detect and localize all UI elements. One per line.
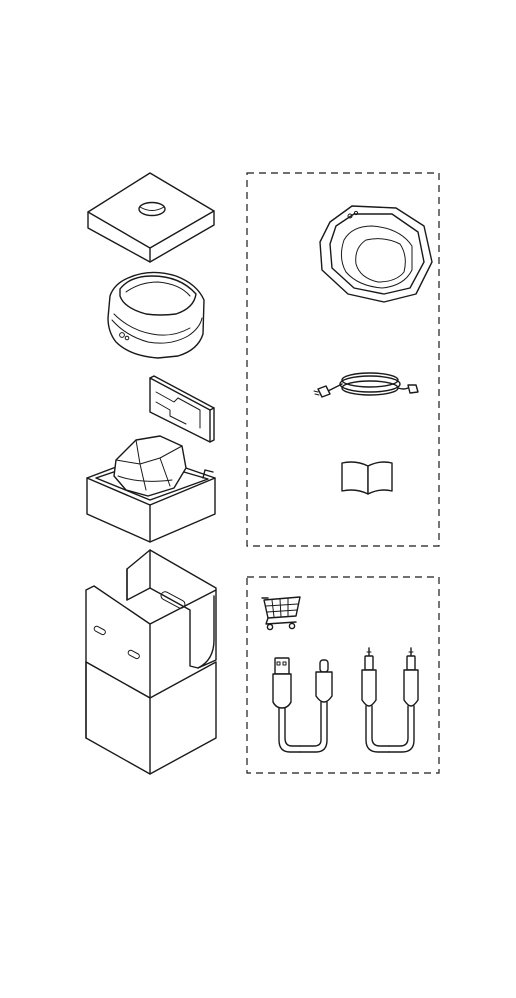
manual-booklet-icon (342, 462, 392, 494)
speaker-unit (108, 272, 204, 358)
aux-cable (362, 648, 418, 752)
usb-a-to-usb-c-cable (273, 658, 332, 752)
box-lid (88, 173, 214, 262)
quick-guide-card (150, 376, 214, 442)
speaker-tray (87, 436, 215, 542)
shopping-cart-icon (262, 597, 300, 630)
outer-box (86, 550, 216, 774)
power-cord-icon (314, 373, 418, 397)
speaker-icon (320, 206, 432, 302)
